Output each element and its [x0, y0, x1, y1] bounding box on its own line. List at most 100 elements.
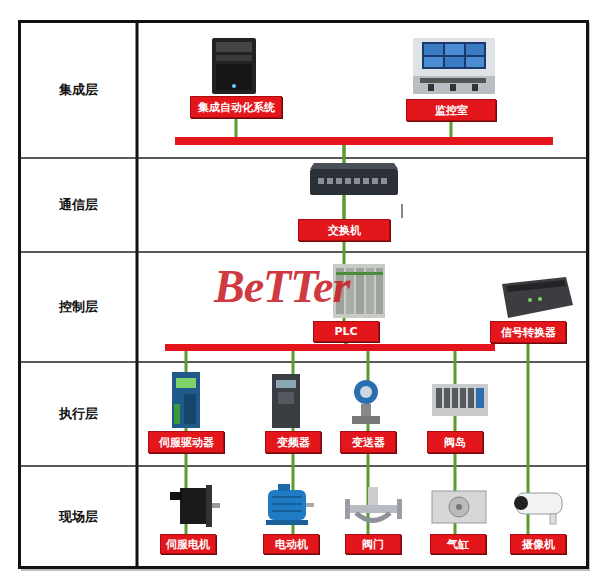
plc-module: [366, 268, 374, 314]
terminal-block: [174, 404, 180, 424]
valve-slice: [444, 388, 450, 408]
device-name: 伺服电机: [166, 539, 210, 550]
drive-display: [176, 378, 196, 388]
chair: [428, 84, 434, 91]
layer-name: 通信层: [20, 158, 137, 252]
motor-body: [268, 490, 306, 520]
tower-case: [212, 38, 256, 94]
terminal-box: [278, 484, 290, 491]
device-label: 交换机: [298, 219, 390, 241]
island-base: [432, 384, 488, 416]
cooling-fin: [272, 496, 302, 498]
camera-lens: [514, 496, 528, 510]
device-name: 摄像机: [522, 539, 555, 550]
row-divider: [20, 157, 588, 159]
switch-body: [310, 169, 398, 195]
keypad: [278, 392, 294, 404]
network-link: [236, 118, 344, 219]
device-name: PLC: [334, 326, 357, 337]
device-name: 监控室: [435, 105, 468, 116]
motor-body: [180, 488, 208, 524]
drive-panel: [184, 394, 196, 424]
port: [336, 178, 342, 184]
drive-bay: [216, 42, 252, 52]
pipe-flange: [397, 499, 402, 519]
device-name: 阀岛: [444, 437, 466, 448]
room-floor: [413, 76, 495, 94]
sensor-head: [368, 487, 378, 505]
desk: [420, 78, 486, 83]
cooling-fin: [272, 503, 302, 505]
network-link: [527, 343, 530, 534]
motor-base: [266, 520, 308, 525]
cylinder-rod: [456, 504, 462, 510]
camera-mount: [550, 514, 556, 524]
screen: [466, 44, 484, 55]
camera: [514, 493, 562, 524]
device-label: 监控室: [406, 99, 496, 121]
room-wall: [413, 38, 495, 94]
device-label: 阀岛: [427, 431, 483, 453]
device-label: 信号转换器: [490, 321, 566, 343]
transmitter-face: [360, 386, 372, 398]
field-bus: [165, 344, 495, 351]
monitoring-room: [413, 38, 495, 94]
converter-body: [502, 277, 573, 318]
network-link: [346, 342, 455, 431]
signal-converter: [502, 277, 573, 318]
layer-name: 现场层: [20, 466, 137, 568]
layer-name: 集成层: [20, 22, 137, 158]
plc-module: [376, 268, 383, 314]
screen: [424, 44, 443, 55]
device-label: 摄像机: [510, 534, 566, 554]
watermark: BeTTer: [214, 264, 349, 310]
device-name: 信号转换器: [501, 327, 556, 338]
cylinder-body: [432, 491, 486, 523]
transmitter-flange: [352, 416, 380, 424]
network-link: [186, 342, 346, 431]
camera-body: [516, 493, 562, 514]
ethernet-bus: [175, 137, 553, 145]
pipe-flange: [345, 499, 350, 519]
cylinder-cap: [449, 497, 469, 517]
screen: [424, 57, 443, 67]
device-label: 变送器: [340, 431, 396, 453]
screen: [466, 57, 484, 67]
servo-drive: [172, 372, 200, 428]
network-link: [346, 342, 368, 431]
network-link: [185, 453, 188, 534]
inverter-body: [272, 374, 300, 428]
motor-shaft: [212, 503, 220, 508]
port: [372, 178, 378, 184]
device-name: 交换机: [328, 225, 361, 236]
device-name: 伺服驱动器: [159, 437, 214, 448]
drive-body: [172, 372, 200, 428]
row-divider: [20, 361, 588, 363]
motor-flange: [206, 485, 212, 527]
valve-slice: [452, 388, 458, 408]
cooling-fin: [272, 510, 302, 512]
network-link: [344, 121, 451, 219]
pipe: [345, 505, 402, 513]
port: [318, 178, 324, 184]
valve-slice: [468, 388, 474, 408]
device-name: 阀门: [362, 539, 384, 550]
device-label: 变频器: [265, 431, 321, 453]
video-wall: [422, 42, 486, 69]
row-divider: [20, 251, 588, 253]
transmitter-head: [354, 380, 378, 404]
drive-bay: [216, 55, 252, 61]
column-divider: [136, 22, 139, 567]
device-name: 集成自动化系统: [198, 102, 275, 113]
tower-panel: [216, 64, 252, 90]
inverter: [272, 374, 300, 428]
plc-module: [356, 268, 364, 314]
device-name: 气缸: [447, 539, 469, 550]
valve-island: [432, 384, 488, 416]
cursor-mark: [402, 204, 403, 218]
port: [381, 178, 387, 184]
pneumatic-cylinder: [432, 491, 486, 523]
device-name: 变频器: [277, 437, 310, 448]
port: [354, 178, 360, 184]
